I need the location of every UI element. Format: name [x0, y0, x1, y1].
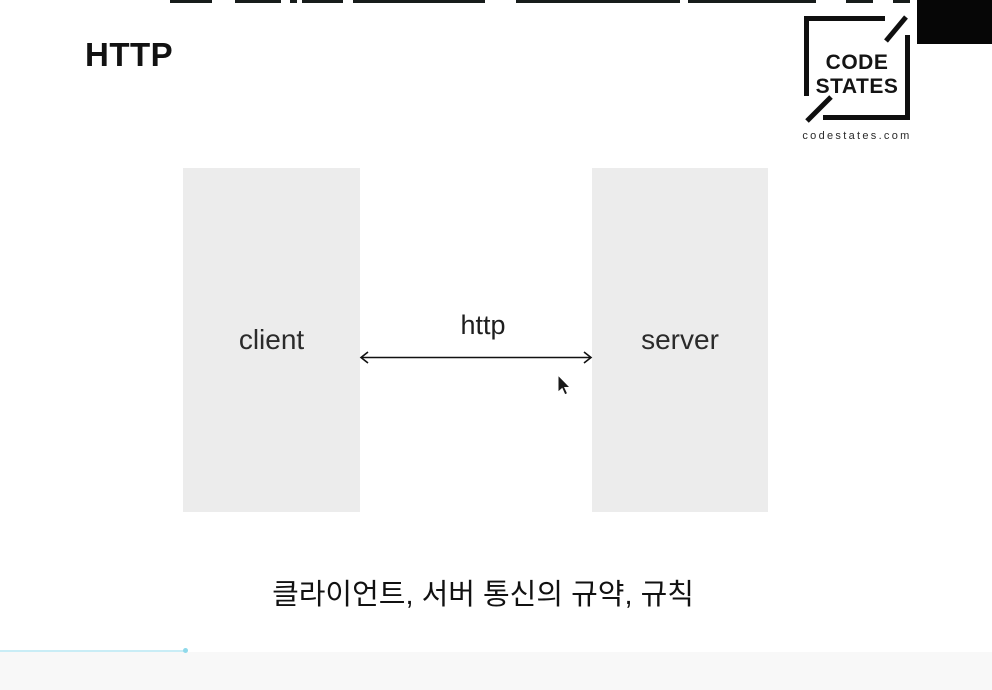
logo-website-url: codestates.com [802, 130, 912, 142]
http-link-label: http [460, 310, 506, 340]
client-label: client [238, 324, 305, 355]
page-title: HTTP [85, 36, 174, 73]
top-edge-fragment [893, 0, 910, 3]
top-edge-fragment [302, 0, 343, 3]
slide-caption: 클라이언트, 서버 통신의 규약, 규칙 [272, 579, 694, 611]
video-progress-handle[interactable] [183, 648, 189, 653]
corner-black-block [917, 0, 992, 44]
video-progress-bar[interactable] [0, 648, 992, 653]
mouse-cursor-icon [557, 374, 572, 396]
top-edge-fragment [235, 0, 281, 3]
server-box: server [592, 168, 768, 512]
double-arrow-icon [359, 351, 593, 364]
top-edge-fragment [290, 0, 297, 3]
codestates-logo: CODE STATES codestates.com [801, 13, 913, 142]
top-edge-fragment [353, 0, 485, 3]
logo-word-code: CODE [826, 51, 889, 74]
codestates-logo-icon: CODE STATES [804, 15, 910, 123]
top-edge-fragment [170, 0, 212, 3]
top-edge-fragment [688, 0, 816, 3]
top-edge-fragment [516, 0, 680, 3]
logo-word-states: STATES [816, 75, 899, 98]
player-bottom-bar [0, 652, 992, 690]
client-box: client [183, 168, 360, 512]
server-label: server [641, 324, 719, 355]
video-progress-fill [0, 650, 187, 652]
top-edge-fragment [846, 0, 873, 3]
